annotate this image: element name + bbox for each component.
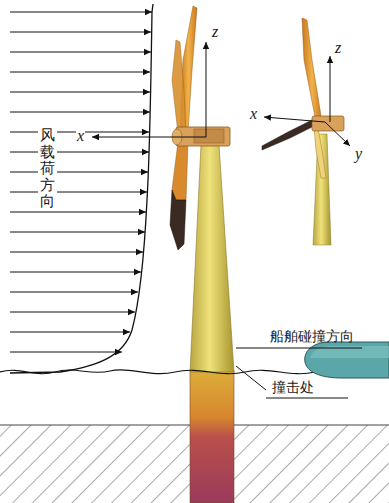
axis-label: z: [334, 40, 342, 56]
leader-line: [236, 348, 362, 349]
leader-line: [236, 366, 266, 390]
leader-line: [266, 398, 348, 399]
tower: [190, 145, 234, 372]
load-direction-label: 风载荷方向: [38, 126, 57, 211]
axis-label: z: [211, 24, 219, 40]
ship-bow: [305, 342, 389, 378]
axis-label: y: [354, 146, 363, 162]
wind-profile-curve: [10, 4, 153, 373]
wind-arrows: [10, 12, 152, 352]
direction-label: 船舶碰撞方向: [270, 328, 354, 345]
location-label: 撞击处: [272, 379, 314, 396]
axis-label: x: [76, 128, 85, 144]
axis-label: x: [249, 106, 258, 122]
